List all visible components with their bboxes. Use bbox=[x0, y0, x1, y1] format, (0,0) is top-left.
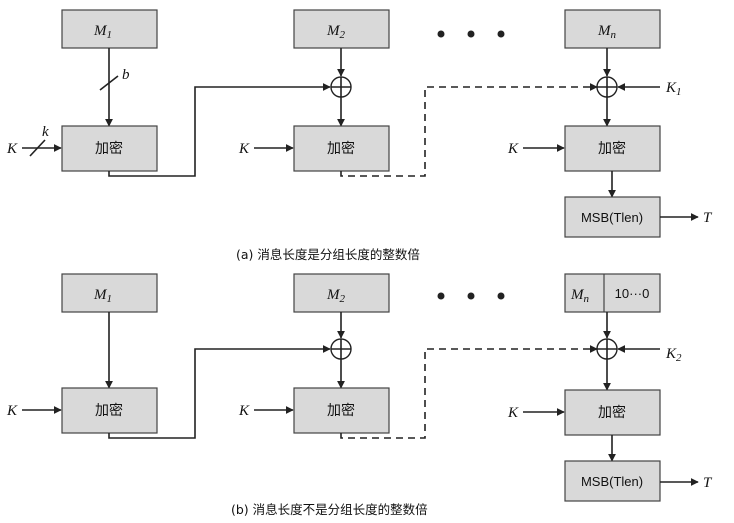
a-encrypt1-box: 加密 bbox=[61, 125, 158, 172]
a-mn-label: Mn bbox=[597, 23, 617, 41]
b-key3-label: K bbox=[507, 405, 519, 421]
a-m2-label: M2 bbox=[326, 23, 346, 41]
svg-text:加密: 加密 bbox=[598, 404, 626, 421]
svg-text:MSB(Tlen): MSB(Tlen) bbox=[581, 474, 643, 489]
b-ellipsis-dot bbox=[497, 292, 505, 300]
b-mn-label: Mn bbox=[570, 287, 590, 305]
a-k1-label: K1 bbox=[665, 80, 682, 98]
part-b: M1 M2 Mn 10···0 加密 K bbox=[6, 273, 713, 517]
a-ellipsis-dot bbox=[467, 30, 475, 38]
b-msb-box: MSB(Tlen) bbox=[564, 460, 661, 502]
svg-text:加密: 加密 bbox=[327, 140, 355, 157]
b-xor-2 bbox=[596, 338, 618, 360]
b-key1-label: K bbox=[6, 403, 18, 419]
svg-text:加密: 加密 bbox=[327, 402, 355, 419]
a-m1-label: M1 bbox=[93, 23, 112, 41]
b-k2-label: K2 bbox=[665, 346, 682, 364]
b-padding-label: 10···0 bbox=[615, 286, 650, 301]
a-xor-2 bbox=[596, 76, 618, 98]
b-chain-dashed bbox=[340, 348, 595, 439]
b-m1-box: M1 bbox=[61, 273, 158, 313]
a-xor-1 bbox=[330, 76, 352, 98]
svg-text:加密: 加密 bbox=[95, 402, 123, 419]
b-m2-label: M2 bbox=[326, 287, 346, 305]
a-m1-box: M1 bbox=[61, 9, 158, 49]
b-encrypt2-box: 加密 bbox=[293, 387, 390, 434]
a-b-label: b bbox=[122, 67, 130, 83]
a-ellipsis-dot bbox=[437, 30, 445, 38]
b-encrypt1-box: 加密 bbox=[61, 387, 158, 434]
a-encrypt2-box: 加密 bbox=[293, 125, 390, 172]
b-t-label: T bbox=[703, 475, 713, 491]
a-mn-box: Mn bbox=[564, 9, 661, 49]
b-mn-box: Mn 10···0 bbox=[564, 273, 661, 313]
a-b-slash bbox=[99, 75, 119, 91]
a-caption: (a) 消息长度是分组长度的整数倍 bbox=[236, 247, 420, 262]
a-t-label: T bbox=[703, 210, 713, 226]
part-a: M1 M2 Mn b 加密 K k bbox=[6, 9, 713, 262]
a-k-slash bbox=[29, 139, 46, 157]
b-m2-box: M2 bbox=[293, 273, 390, 313]
a-m2-box: M2 bbox=[293, 9, 390, 49]
b-caption: (b) 消息长度不是分组长度的整数倍 bbox=[231, 502, 428, 517]
a-key1-label: K bbox=[6, 141, 18, 157]
b-ellipsis-dot bbox=[467, 292, 475, 300]
a-ellipsis-dot bbox=[497, 30, 505, 38]
svg-text:加密: 加密 bbox=[598, 140, 626, 157]
a-encryptn-box: 加密 bbox=[564, 125, 661, 172]
a-msb-box: MSB(Tlen) bbox=[564, 196, 661, 238]
a-k-small-label: k bbox=[42, 124, 49, 140]
a-chain-dashed bbox=[340, 86, 595, 177]
a-key2-label: K bbox=[238, 141, 250, 157]
b-xor-1 bbox=[330, 338, 352, 360]
b-key2-label: K bbox=[238, 403, 250, 419]
a-key3-label: K bbox=[507, 141, 519, 157]
b-chain-line-1 bbox=[108, 345, 331, 439]
a-chain-line-1 bbox=[108, 83, 331, 177]
svg-text:MSB(Tlen): MSB(Tlen) bbox=[581, 210, 643, 225]
b-encryptn-box: 加密 bbox=[564, 389, 661, 436]
b-ellipsis-dot bbox=[437, 292, 445, 300]
b-m1-label: M1 bbox=[93, 287, 112, 305]
svg-text:加密: 加密 bbox=[95, 140, 123, 157]
